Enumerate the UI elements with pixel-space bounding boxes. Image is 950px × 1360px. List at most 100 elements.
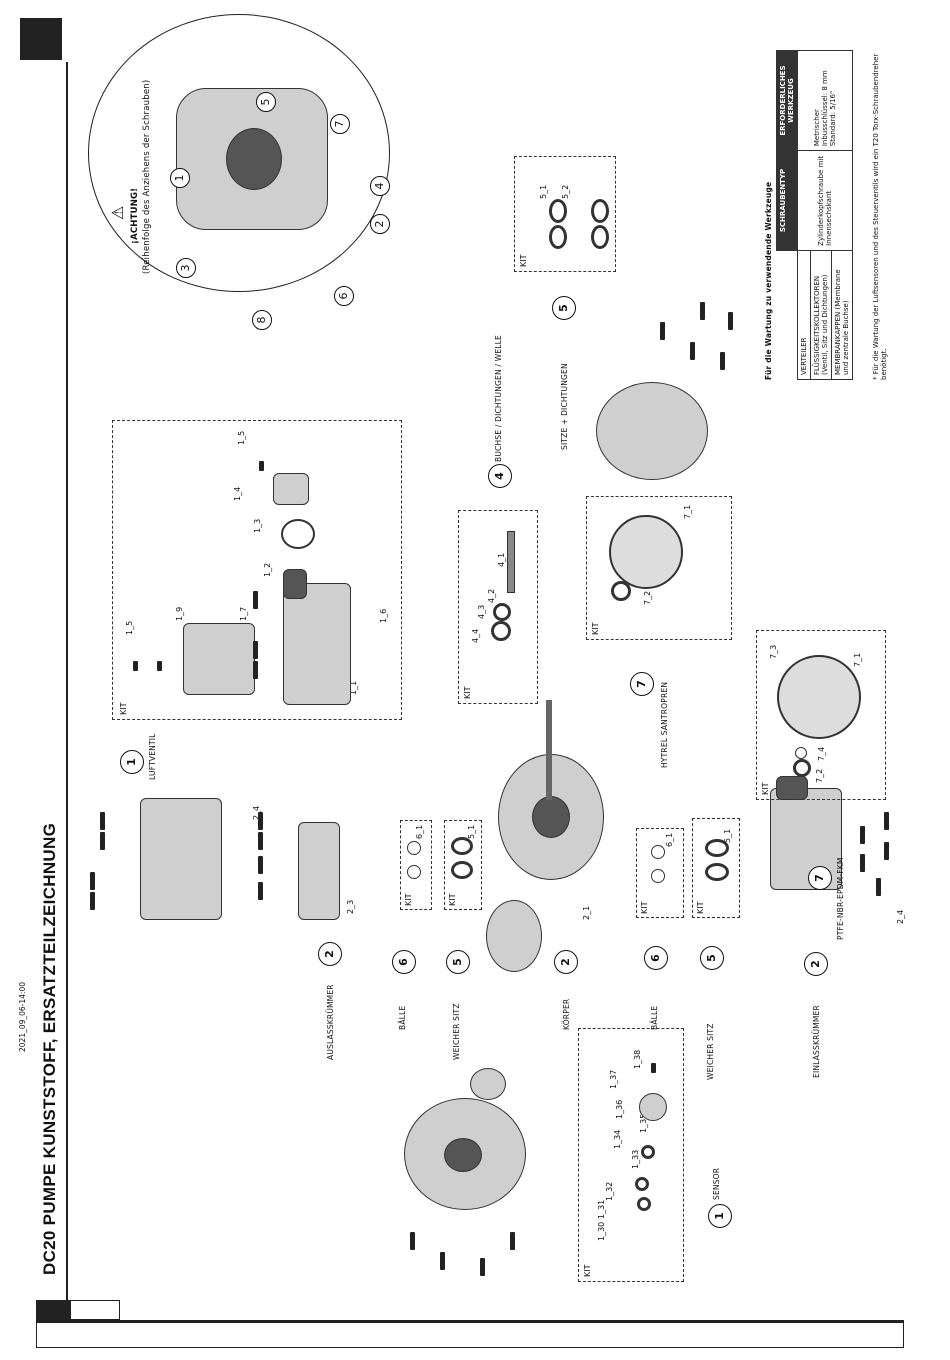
screw-icon xyxy=(410,1232,415,1250)
shaft-icon xyxy=(546,700,552,800)
kit-sitze: KIT 5_1 5_2 xyxy=(514,156,616,272)
sensor-plate-icon xyxy=(470,1068,506,1100)
part-7_1b: 7_1 xyxy=(853,652,862,667)
kit-label: KIT xyxy=(463,686,472,700)
screw-icon xyxy=(860,826,865,844)
tools-table: SCHRAUBENTYP ERFORDERLICHES WERKZEUG VER… xyxy=(776,50,853,380)
part-2_3: 2_3 xyxy=(346,899,355,914)
pump-assembly-center-icon xyxy=(226,128,282,190)
margin-rule xyxy=(66,62,68,1302)
spring-icon xyxy=(637,1197,651,1211)
screw-icon xyxy=(258,832,263,850)
torque-step-4: 4 xyxy=(370,176,390,196)
part-1_30: 1_30 xyxy=(597,1221,606,1241)
pump-body-hub-icon xyxy=(532,796,570,838)
part-1_38: 1_38 xyxy=(633,1049,642,1069)
backup-ring-icon xyxy=(795,747,807,759)
label-auslass: AUSLASSKRÜMMER xyxy=(326,984,335,1060)
seat-icon xyxy=(705,863,729,881)
callout-weich-2: 5 xyxy=(700,946,724,970)
part-4_3: 4_3 xyxy=(477,604,486,619)
callout-hytrel: 7 xyxy=(630,672,654,696)
callout-luftventil: 1 xyxy=(120,750,144,774)
fluid-cover-icon xyxy=(596,382,708,480)
callout-baelle-2: 6 xyxy=(644,946,668,970)
part-1_5: 1_5 xyxy=(237,430,246,445)
screw-icon xyxy=(860,854,865,872)
screw-icon xyxy=(660,322,665,340)
kit-label: KIT xyxy=(448,893,457,907)
screw-icon xyxy=(728,312,733,330)
callout-auslass: 2 xyxy=(318,942,342,966)
seat-icon xyxy=(591,199,609,223)
label-luftventil: LUFTVENTIL xyxy=(148,733,157,780)
ball-icon xyxy=(651,845,665,859)
part-1_7: 1_7 xyxy=(239,606,248,621)
tools-note: * Für die Wartung der Luftsensoren und d… xyxy=(872,53,888,380)
label-baelle-1: BÄLLE xyxy=(398,1005,407,1030)
tools-heading: Für die Wartung zu verwendende Werkzeuge xyxy=(764,181,773,380)
footer-bar xyxy=(36,1320,904,1348)
air-valve-cover-icon xyxy=(183,623,255,695)
screw-icon xyxy=(100,832,105,850)
screw-icon xyxy=(440,1252,445,1270)
screw-icon xyxy=(90,892,95,910)
part-5_1b: 5_1 xyxy=(723,828,732,843)
screw-icon xyxy=(720,352,725,370)
screw-icon xyxy=(690,342,695,360)
part-1_34: 1_34 xyxy=(613,1129,622,1149)
part-7_3: 7_3 xyxy=(769,644,778,659)
diaphragm-icon xyxy=(777,655,861,739)
label-weich-2: WEICHER SITZ xyxy=(706,1023,715,1080)
screw-icon xyxy=(510,1232,515,1250)
callout-koerper: 2 xyxy=(554,950,578,974)
tools-required: Metrischer Inbusschlüssel: 8 mm Standard… xyxy=(797,50,853,151)
outlet-manifold-icon xyxy=(298,822,340,920)
screw-icon xyxy=(258,882,263,900)
label-sitze: SITZE + DICHTUNGEN xyxy=(560,363,569,450)
kit-baelle-1: KIT 6_1 xyxy=(400,820,432,910)
corner-tab xyxy=(20,18,62,60)
spool-icon xyxy=(283,569,307,599)
kit-luftventil: KIT 1_1 1_2 1_3 1_4 1_5 1_5 1_6 1_7 1_8 … xyxy=(112,420,402,720)
seal-icon xyxy=(493,603,511,621)
ball-icon xyxy=(651,869,665,883)
kit-label: KIT xyxy=(591,622,600,636)
kit-label: KIT xyxy=(404,893,413,907)
part-4_2: 4_2 xyxy=(487,588,496,603)
callout-baelle-1: 6 xyxy=(392,950,416,974)
shaft-icon xyxy=(507,531,515,593)
tools-row-item: VERTEILER xyxy=(797,250,811,380)
screw-icon xyxy=(651,1063,656,1073)
part-1_3: 1_3 xyxy=(253,518,262,533)
tools-col-screw: SCHRAUBENTYP xyxy=(776,150,798,251)
callout-sensor: 1 xyxy=(708,1204,732,1228)
diaphragm-icon xyxy=(609,515,683,589)
part-1_9: 1_9 xyxy=(175,606,184,621)
manifold-block-icon xyxy=(140,798,222,920)
oring-icon xyxy=(635,1177,649,1191)
kit-label: KIT xyxy=(640,901,649,915)
screw-icon xyxy=(253,591,258,609)
torque-step-3: 3 xyxy=(176,258,196,278)
part-5_1c: 5_1 xyxy=(539,184,548,199)
callout-buchse: 4 xyxy=(488,464,512,488)
warning-triangle-icon: ⚠ xyxy=(108,205,127,220)
oring-icon xyxy=(641,1145,655,1159)
part-1_33: 1_33 xyxy=(631,1149,640,1169)
callout-weich-1: 5 xyxy=(446,950,470,974)
part-1_2: 1_2 xyxy=(263,562,272,577)
tools-row-item: FLÜSSIGKEITSKOLLEKTOREN (Ventil, Sitz un… xyxy=(810,250,832,380)
ball-icon xyxy=(407,865,421,879)
warning-text: (Reihenfolge des Anziehens der Schrauben… xyxy=(142,79,152,274)
part-5_1: 5_1 xyxy=(467,824,476,839)
label-hytrel: HYTREL SANTROPREN xyxy=(660,681,669,768)
part-4_1: 4_1 xyxy=(497,552,506,567)
label-sensor: SENSOR xyxy=(712,1167,721,1200)
sensor-cap-icon xyxy=(639,1093,667,1121)
tools-screw-type: Zylinderkopfschraube mit Innensechskant xyxy=(797,150,853,251)
label-baelle-2: BÄLLE xyxy=(650,1005,659,1030)
bushing-icon xyxy=(491,621,511,641)
torque-step-8: 8 xyxy=(252,310,272,330)
